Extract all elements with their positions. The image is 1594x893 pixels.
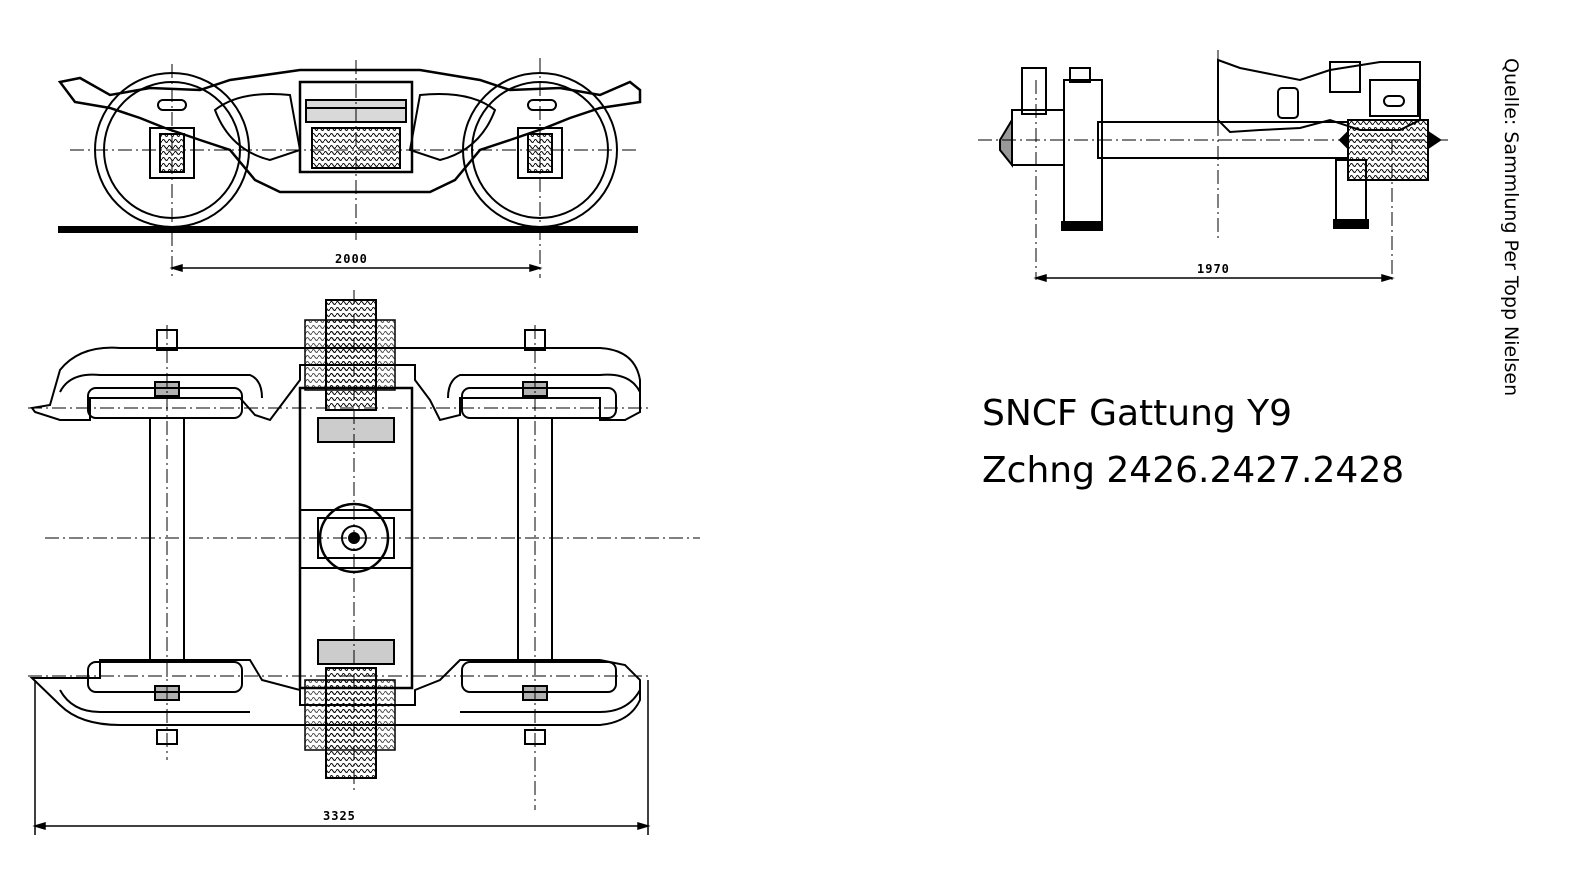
bolster	[298, 80, 414, 174]
drawing-numbers: Zchng 2426.2427.2428	[982, 450, 1405, 491]
plan-top-frame	[30, 346, 641, 422]
dimension-2000	[169, 263, 543, 273]
end-view	[978, 50, 1450, 283]
rail	[58, 226, 638, 233]
side-view	[57, 58, 642, 278]
dimension-label-3325: 3325	[323, 809, 356, 823]
drawing-title: SNCF Gattung Y9	[982, 393, 1293, 434]
dimension-label-1970: 1970	[1197, 262, 1230, 276]
dimension-1970	[1033, 273, 1395, 283]
plan-view	[28, 290, 700, 835]
end-wheel-left	[1063, 79, 1103, 229]
dimension-3325	[32, 680, 651, 835]
dimension-label-2000: 2000	[335, 252, 368, 266]
source-credit: Quelle: Sammlung Per Topp Nielsen	[1500, 58, 1522, 397]
side-frame	[57, 68, 642, 194]
